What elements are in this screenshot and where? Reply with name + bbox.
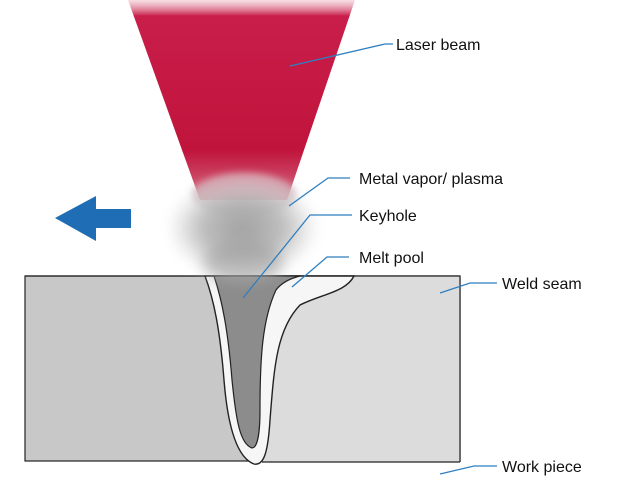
label-laser-beam: Laser beam	[396, 37, 481, 54]
leader-work-piece	[439, 465, 497, 475]
leader-laser-beam	[289, 43, 393, 67]
label-weld-seam: Weld seam	[502, 276, 582, 293]
keyhole-shape	[213, 275, 301, 449]
leader-keyhole	[242, 214, 352, 299]
metal-vapor-cloud	[165, 176, 321, 280]
label-work-piece: Work piece	[502, 459, 582, 476]
leader-lines	[242, 43, 497, 475]
label-metal-vapor: Metal vapor/ plasma	[359, 171, 503, 188]
laser-beam-cone	[128, 0, 355, 200]
weld-seam-region	[262, 276, 460, 462]
leader-melt-pool	[291, 256, 349, 288]
leader-metal-vapor	[288, 177, 350, 207]
label-keyhole: Keyhole	[359, 208, 417, 225]
leader-weld-seam	[439, 282, 497, 294]
arrow-left-icon	[55, 196, 131, 241]
label-melt-pool: Melt pool	[359, 250, 424, 267]
